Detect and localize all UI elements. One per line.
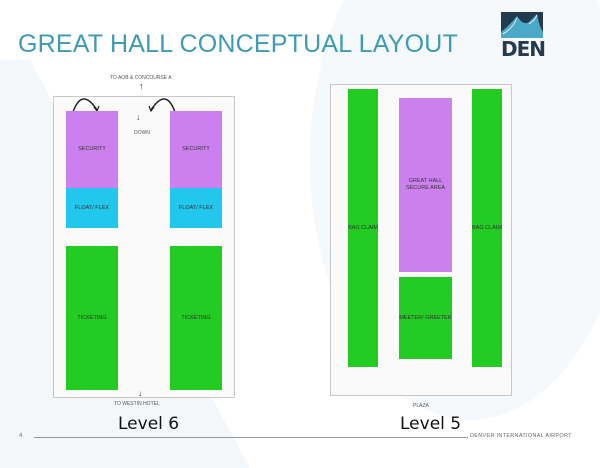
footer-divider [34, 437, 468, 438]
curved-arrows-icon [72, 98, 176, 113]
ticketing-zone-left: TICKETING [66, 246, 118, 390]
page-title: GREAT HALL CONCEPTUAL LAYOUT [18, 30, 458, 58]
down-arrow-icon: ↓ [138, 389, 142, 398]
float-flex-zone-left: FLOAT/ FLEX [66, 188, 118, 228]
security-zone-left: SECURITY [66, 111, 118, 188]
footer-text: DENVER INTERNATIONAL AIRPORT [470, 433, 572, 439]
level6-bottom-label: TO WESTIN HOTEL [114, 401, 160, 407]
down-arrow-icon: ↓ [136, 112, 141, 122]
bag-claim-zone-left: BAG CLAIM [348, 89, 378, 367]
ticketing-zone-right: TICKETING [170, 246, 222, 390]
level5-caption: Level 5 [400, 414, 462, 434]
bag-claim-zone-right: BAG CLAIM [472, 89, 502, 367]
page-number: 4 [19, 433, 23, 439]
security-zone-right: SECURITY [170, 111, 222, 188]
level6-top-label: TO AOB & CONCOURSE A [110, 75, 172, 81]
plaza-label: PLAZA [413, 403, 429, 409]
logo-text: DEN [501, 37, 546, 61]
down-label: DOWN [134, 130, 150, 136]
den-logo: DEN [501, 12, 546, 61]
tent-roof-icon [501, 12, 543, 38]
float-flex-zone-right: FLOAT/ FLEX [170, 188, 222, 228]
level6-caption: Level 6 [118, 414, 180, 434]
up-arrow-icon: ↑ [139, 81, 144, 91]
great-hall-secure-area: GREAT HALL SECURE AREA [399, 98, 452, 272]
meeter-greeter-zone: MEETER/ GREETER [399, 277, 452, 359]
